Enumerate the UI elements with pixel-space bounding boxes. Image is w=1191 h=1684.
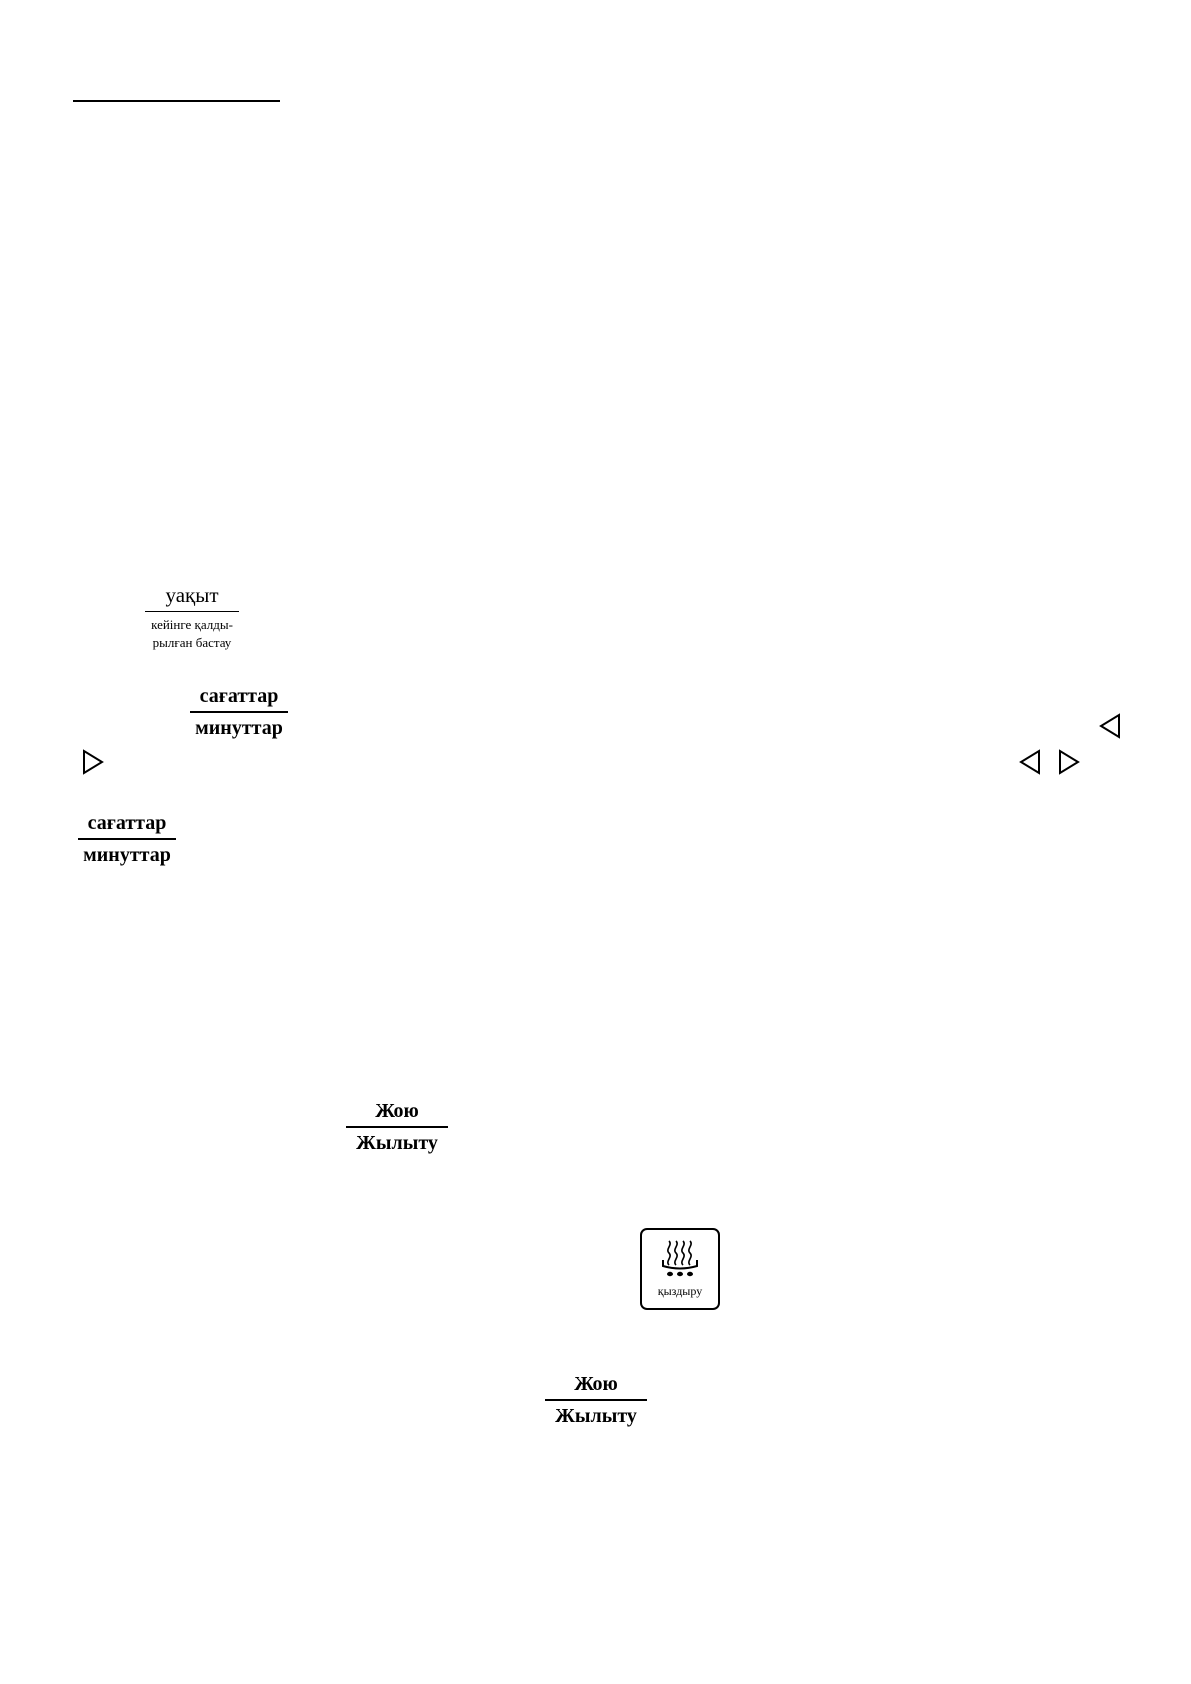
delay-label-top: уақыт xyxy=(165,583,219,607)
top-rule xyxy=(73,100,280,102)
hours-minutes-label: сағаттар минуттар xyxy=(190,686,288,738)
arrow-right-icon xyxy=(81,749,105,775)
fraction-bar xyxy=(78,838,176,840)
heat-steam-icon xyxy=(662,1240,698,1277)
defrost-heat-label: Жою Жылыту xyxy=(346,1101,448,1153)
delayed-start-time-label: уақыт кейінге қалды- рылған бастау xyxy=(132,585,252,652)
minutes-label: минуттар xyxy=(83,844,171,866)
arrow-left-icon xyxy=(1018,749,1042,775)
fraction-bar xyxy=(346,1126,448,1128)
minutes-label: минуттар xyxy=(195,717,283,739)
heat-label: Жылыту xyxy=(356,1132,438,1154)
fraction-bar xyxy=(145,611,239,612)
defrost-label: Жою xyxy=(375,1100,419,1122)
heat-button[interactable]: қыздыру xyxy=(640,1228,720,1310)
heat-label: Жылыту xyxy=(555,1405,637,1427)
arrow-right-icon xyxy=(1057,749,1081,775)
fraction-bar xyxy=(545,1399,647,1401)
hours-label: сағаттар xyxy=(199,685,279,707)
fraction-bar xyxy=(190,711,288,713)
defrost-label: Жою xyxy=(574,1373,618,1395)
defrost-heat-label: Жою Жылыту xyxy=(545,1374,647,1426)
hours-label: сағаттар xyxy=(87,812,167,834)
delay-label-bottom: кейінге қалды- рылған бастау xyxy=(151,617,233,650)
heat-button-label: қыздыру xyxy=(657,1284,703,1298)
arrow-left-icon xyxy=(1098,713,1122,739)
hours-minutes-label: сағаттар минуттар xyxy=(78,813,176,865)
